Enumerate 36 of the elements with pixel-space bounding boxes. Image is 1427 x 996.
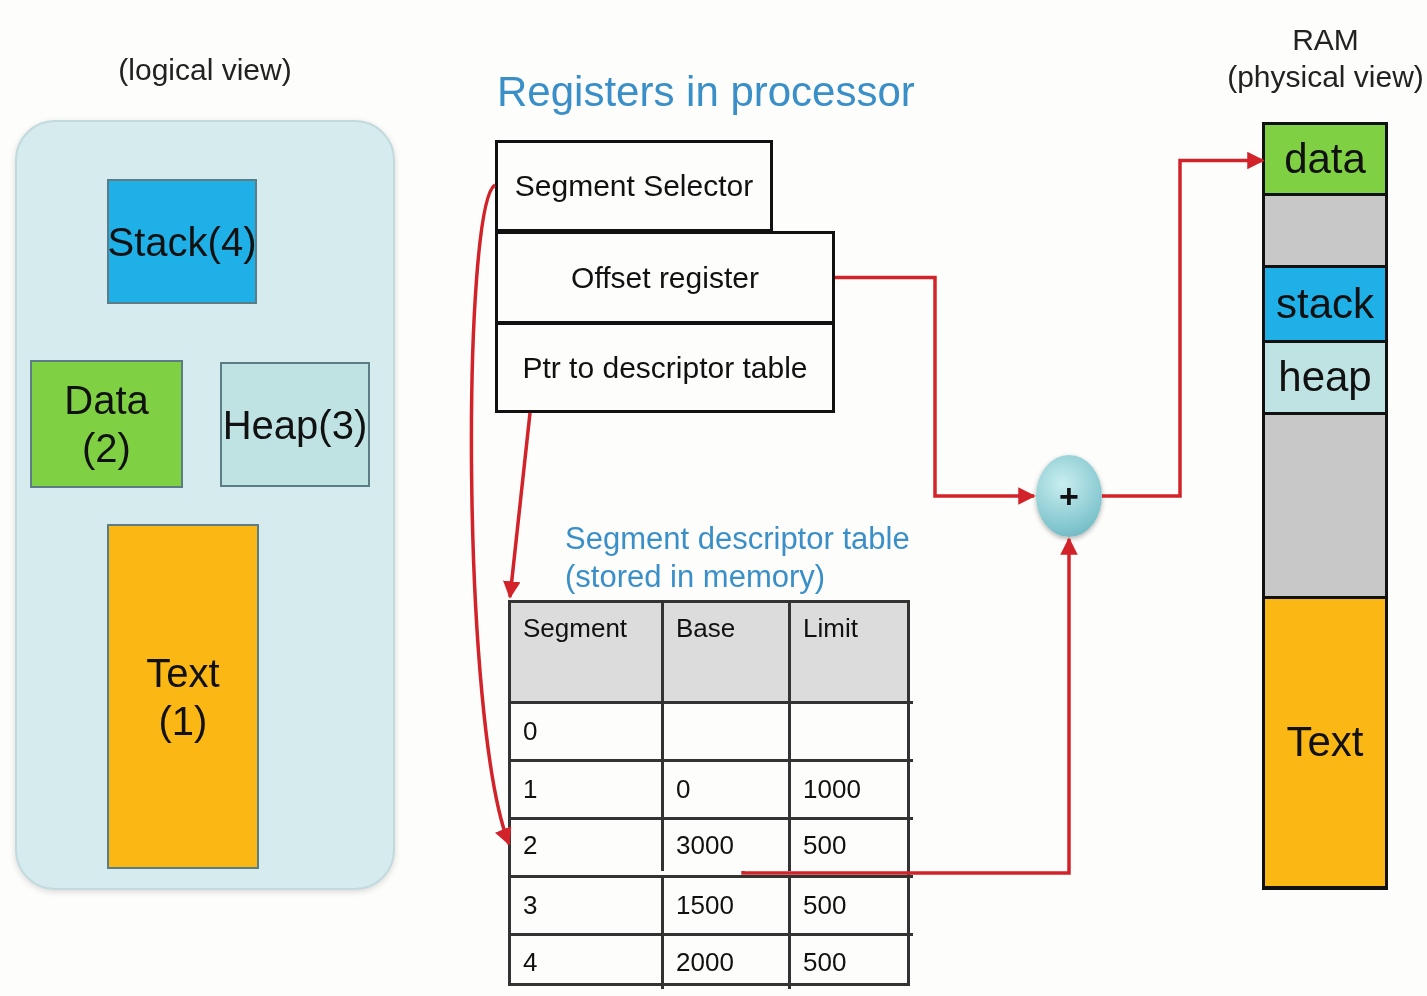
segment-box: Data (2)	[30, 360, 183, 488]
table-cell: 2	[511, 817, 661, 871]
table-cell: 500	[788, 817, 913, 871]
arrow	[741, 537, 1078, 875]
register-box: Ptr to descriptor table	[495, 322, 835, 413]
table-cell: 500	[788, 875, 913, 933]
adder-circle: +	[1036, 455, 1102, 537]
header-cell: Base	[661, 603, 788, 701]
group-heading: RAM	[1292, 21, 1359, 58]
table-cell: 1000	[788, 759, 913, 817]
header-cell: Limit	[788, 603, 913, 701]
segment-box: Heap(3)	[220, 362, 370, 487]
header-cell: Segment	[511, 603, 661, 701]
segment-box: Stack(4)	[107, 179, 257, 304]
table-cell: 1	[511, 759, 661, 817]
table-cell: 2000	[661, 933, 788, 989]
table-cell: 1500	[661, 875, 788, 933]
section-heading: Registers in processor	[497, 68, 915, 116]
group-heading: Segment descriptor table (stored in memory)	[565, 519, 910, 597]
table-cell: 0	[661, 759, 788, 817]
memory-segment: data	[1265, 125, 1385, 196]
memory-segment: heap	[1265, 343, 1385, 415]
memory-segment: stack	[1265, 268, 1385, 343]
table-cell: 0	[511, 701, 661, 759]
table-cell: 3	[511, 875, 661, 933]
arrow	[503, 412, 532, 599]
table-cell: 4	[511, 933, 661, 989]
group-heading: (logical view)	[118, 52, 292, 89]
group-heading: (physical view)	[1227, 59, 1424, 95]
register-box: Segment Selector	[495, 140, 773, 232]
arrow	[835, 275, 1036, 505]
table-cell: 500	[788, 933, 913, 989]
segment-box: Text (1)	[107, 524, 259, 869]
memory-segment: Text	[1265, 599, 1385, 886]
table-cell: 3000	[661, 817, 788, 871]
register-box: Offset register	[495, 231, 835, 324]
